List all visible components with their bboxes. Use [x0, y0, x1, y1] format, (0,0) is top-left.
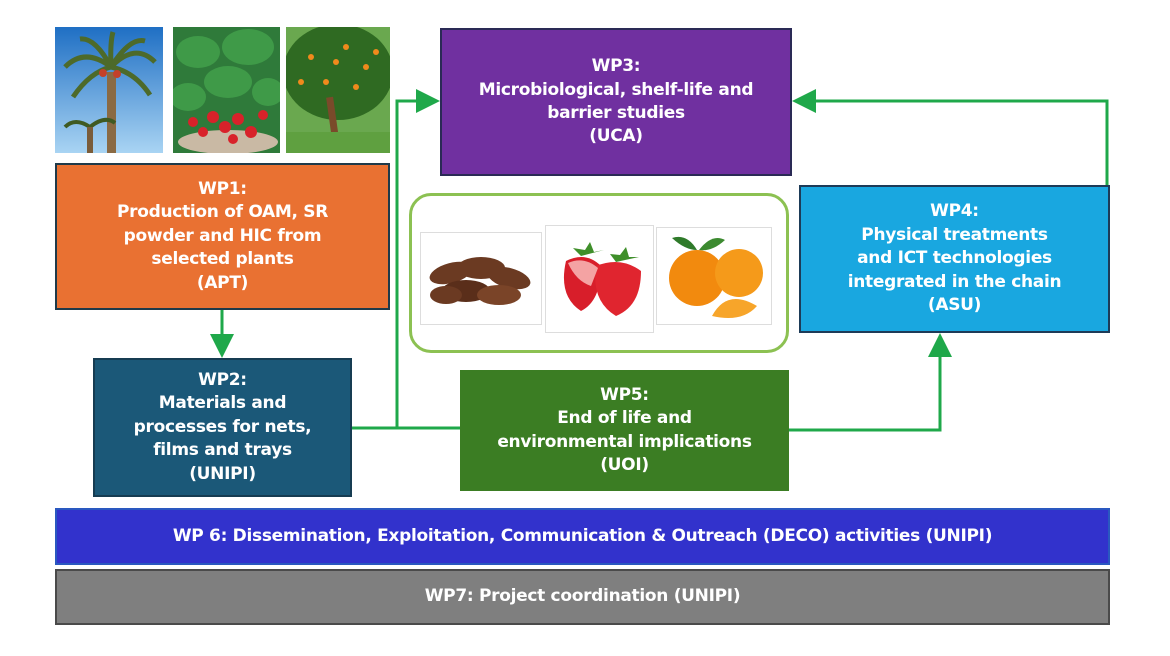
orange-tree-image — [286, 27, 390, 153]
wp2-line: films and trays — [153, 440, 292, 461]
strawberries-image — [545, 225, 654, 333]
wp1-line: selected plants — [151, 249, 294, 270]
wp2-box: WP2: Materials and processes for nets, f… — [93, 358, 352, 497]
wp6-bar: WP 6: Dissemination, Exploitation, Commu… — [55, 508, 1110, 565]
wp3-box: WP3: Microbiological, shelf-life and bar… — [440, 28, 792, 176]
wp3-line: Microbiological, shelf-life and — [478, 79, 754, 100]
wp4-title: WP4: — [930, 201, 979, 222]
wp3-partner: (UCA) — [589, 126, 643, 147]
arrow-wp5-to-wp4 — [789, 333, 952, 432]
oranges-image — [656, 227, 772, 325]
wp2-title: WP2: — [198, 369, 247, 390]
wp1-title: WP1: — [198, 178, 247, 199]
wp1-box: WP1: Production of OAM, SR powder and HI… — [55, 163, 390, 310]
wp3-title: WP3: — [591, 56, 641, 77]
wp5-line: End of life and — [557, 408, 692, 429]
wp4-line: Physical treatments — [861, 224, 1048, 245]
wp6-label: WP 6: Dissemination, Exploitation, Commu… — [172, 525, 993, 546]
wp5-partner: (UOI) — [600, 454, 649, 475]
wp4-line: and ICT technologies — [857, 248, 1052, 269]
wp2-line: processes for nets, — [133, 416, 312, 437]
wp5-title: WP5: — [600, 384, 649, 405]
wp2-partner: (UNIPI) — [189, 463, 256, 484]
wp4-partner: (ASU) — [927, 295, 982, 316]
wp1-line: powder and HIC from — [123, 225, 322, 246]
arrow-wp2-to-wp3 — [395, 89, 440, 428]
wp3-line: barrier studies — [547, 103, 685, 123]
wp5-line: environmental implications — [497, 431, 752, 452]
wp7-label: WP7: Project coordination (UNIPI) — [424, 586, 741, 607]
wp1-partner: (APT) — [196, 272, 249, 293]
wp4-line: integrated in the chain — [847, 271, 1062, 292]
wp7-bar: WP7: Project coordination (UNIPI) — [55, 569, 1110, 625]
strawberry-plant-image — [173, 27, 280, 153]
wp2-line: Materials and — [158, 393, 287, 414]
dates-image — [420, 232, 542, 325]
wp4-box: WP4: Physical treatments and ICT technol… — [799, 185, 1110, 333]
wp5-box: WP5: End of life and environmental impli… — [460, 370, 789, 491]
date-palm-image — [55, 27, 163, 153]
wp1-line: Production of OAM, SR — [117, 202, 328, 223]
